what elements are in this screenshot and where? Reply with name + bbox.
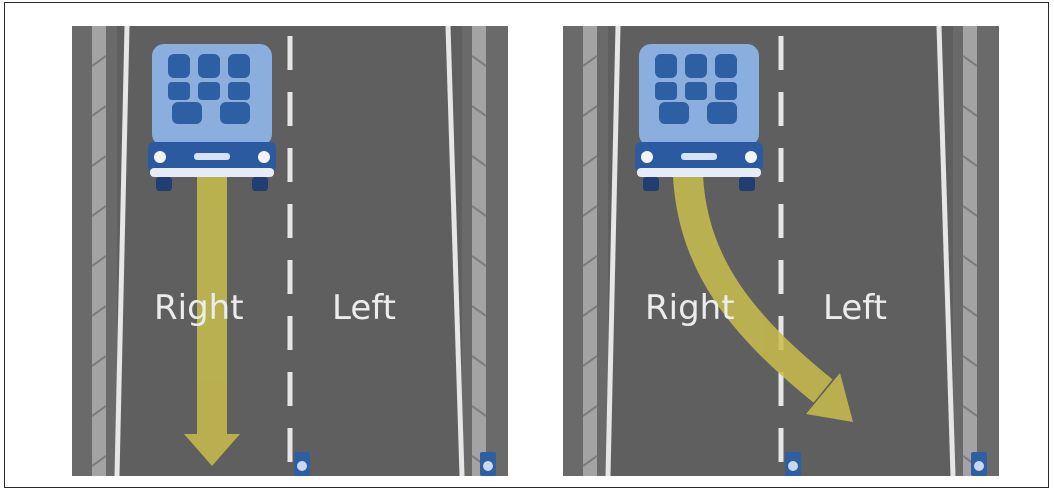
road-scene-swerve: Right Left bbox=[563, 26, 999, 476]
vehicle-grille bbox=[194, 153, 230, 160]
headlight-left bbox=[641, 151, 653, 163]
headlight-left bbox=[154, 151, 166, 163]
road-marker-right bbox=[971, 452, 987, 476]
scenario-panel-swerve: Right Left bbox=[563, 26, 999, 476]
road-scene-straight: Right Left bbox=[72, 26, 508, 476]
road-marker-center bbox=[785, 452, 801, 476]
lane-label-left: Left bbox=[332, 288, 396, 328]
road-marker-center bbox=[294, 452, 310, 476]
lane-label-right: Right bbox=[154, 288, 244, 328]
lane-label-right: Right bbox=[645, 288, 735, 328]
scenario-panel-straight: Right Left bbox=[72, 26, 508, 476]
autonomous-vehicle bbox=[635, 44, 763, 191]
vehicle-grille bbox=[681, 153, 717, 160]
headlight-right bbox=[745, 151, 757, 163]
headlight-right bbox=[258, 151, 270, 163]
vehicle-bumper bbox=[150, 168, 274, 177]
road-marker-right bbox=[480, 452, 496, 476]
vehicle-bumper bbox=[637, 168, 761, 177]
autonomous-vehicle bbox=[148, 44, 276, 191]
lane-label-left: Left bbox=[823, 288, 887, 328]
